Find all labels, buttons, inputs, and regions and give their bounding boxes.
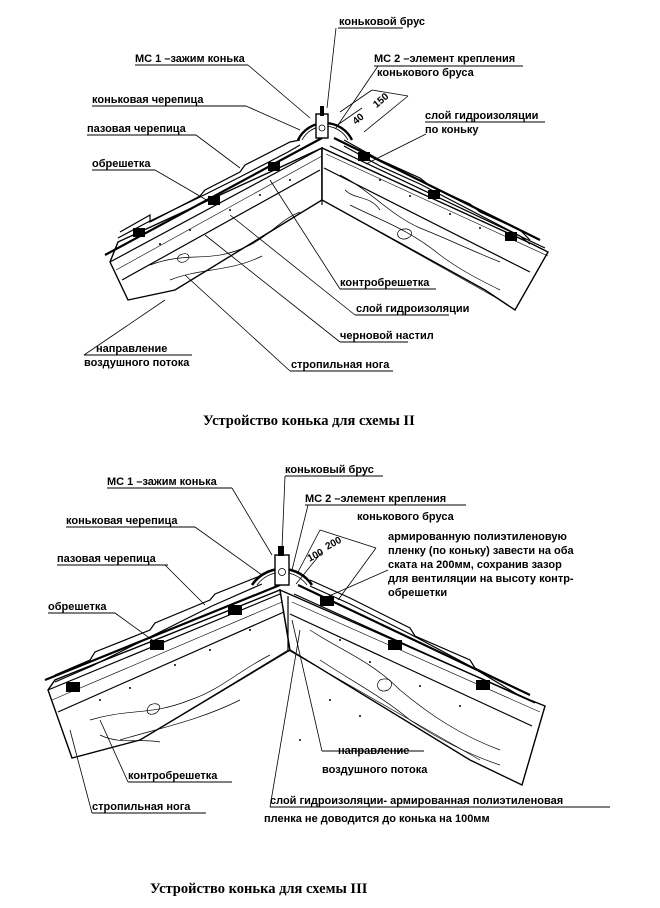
label-waterproof-ridge-line2: по коньку — [425, 124, 479, 136]
label-groove-tile-1: пазовая черепица — [87, 123, 187, 135]
label-counter-batten-1: контробрешетка — [340, 277, 430, 289]
label-rough-deck: черновой настил — [340, 330, 434, 342]
label-mc1-1: МС 1 –зажим конька — [135, 53, 246, 65]
label-mc1-2: МС 1 –зажим конька — [107, 476, 218, 488]
diagram-scheme-3: коньковый брус МС 1 –зажим конька МС 2 –… — [44, 464, 610, 897]
label-film-note-line3: ската на 200мм, сохранив зазор — [388, 559, 562, 571]
label-waterproof-line2-2: пленка не доводится до конька на 100мм — [264, 813, 490, 825]
caption-scheme-2: Устройство конька для схемы II — [203, 413, 415, 429]
label-waterproof-ridge-line1: слой гидроизоляции — [425, 110, 538, 122]
roof-section-2 — [44, 546, 546, 786]
label-ridge-beam-1: коньковой брус — [339, 16, 425, 28]
label-mc2-line2-2: конькового бруса — [357, 511, 455, 523]
label-batten-1: обрешетка — [92, 158, 151, 170]
dim-200: 200 — [324, 535, 344, 553]
caption-scheme-3: Устройство конька для схемы III — [150, 881, 368, 897]
label-mc2-line1-1: МС 2 –элемент крепления — [374, 53, 515, 65]
label-film-note-line5: обрешетки — [388, 587, 447, 599]
dim-100: 100 — [306, 547, 326, 565]
label-mc2-line2-1: конькового бруса — [377, 67, 475, 79]
leaders-1 — [83, 27, 545, 372]
label-air-direction-line2-1: воздушного потока — [84, 357, 190, 369]
label-ridge-tile-1: коньковая черепица — [92, 94, 204, 106]
dim-150: 150 — [371, 91, 391, 110]
label-batten-2: обрешетка — [48, 601, 107, 613]
label-mc2-line1-2: МС 2 –элемент крепления — [305, 493, 446, 505]
diagram-scheme-2: коньковой брус МС 1 –зажим конька МС 2 –… — [83, 16, 549, 429]
label-rafter-2: стропильная нога — [92, 801, 191, 813]
label-counter-batten-2: контробрешетка — [128, 770, 218, 782]
leaders-2 — [48, 475, 610, 814]
label-film-note-line4: для вентиляции на высоту контр- — [388, 573, 574, 585]
label-ridge-beam-2: коньковый брус — [285, 464, 374, 476]
roof-section-1 — [104, 106, 549, 311]
label-film-note-line1: армированную полиэтиленовую — [388, 531, 567, 543]
label-film-note-line2: пленку (по коньку) завести на оба — [388, 545, 575, 557]
label-waterproof-line1-2: слой гидроизоляции- армированная полиэти… — [270, 795, 563, 807]
label-waterproof-layer-1: слой гидроизоляции — [356, 303, 469, 315]
label-air-direction-line1-1: направление — [96, 343, 167, 355]
label-groove-tile-2: пазовая черепица — [57, 553, 157, 565]
label-rafter-1: стропильная нога — [291, 359, 390, 371]
label-air-direction-line1-2: направление — [338, 745, 409, 757]
label-ridge-tile-2: коньковая черепица — [66, 515, 178, 527]
label-air-direction-line2-2: воздушного потока — [322, 764, 428, 776]
